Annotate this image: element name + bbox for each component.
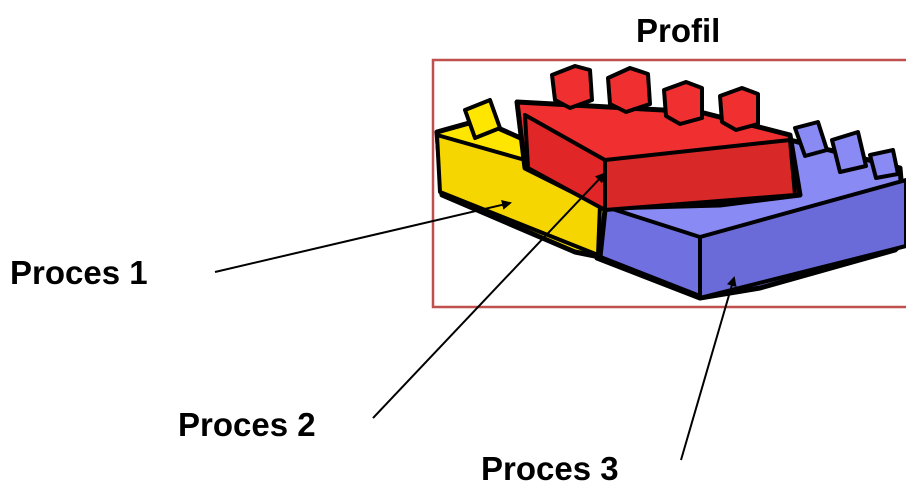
profile-frame	[431, 58, 906, 309]
diagram-title: Profil	[636, 12, 721, 49]
red-brick	[514, 64, 803, 212]
process-2-label: Proces 2	[178, 406, 316, 443]
process-1-arrow	[214, 199, 512, 273]
lego-bricks-icon	[434, 64, 906, 301]
process-2-arrow	[372, 172, 606, 419]
process-3-label: Proces 3	[481, 450, 619, 487]
process-3-arrow	[680, 276, 737, 461]
process-1-label: Proces 1	[10, 254, 148, 291]
yellow-brick	[434, 98, 608, 260]
